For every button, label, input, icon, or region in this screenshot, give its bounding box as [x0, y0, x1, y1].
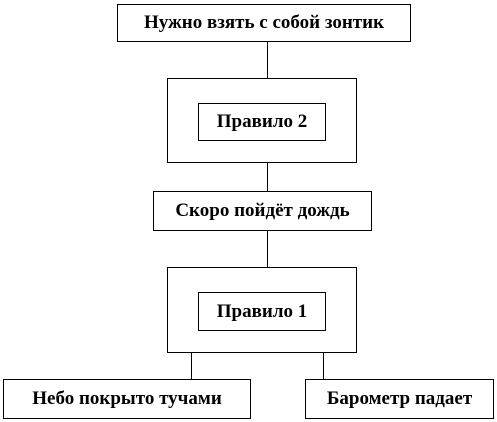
intermediate-node: Скоро пойдёт дождь [153, 191, 372, 231]
rule2-label: Правило 2 [198, 103, 326, 141]
fact-barometer-node: Барометр падает [305, 379, 494, 419]
connector-rule1-clouds [191, 352, 192, 380]
rule1-frame [167, 267, 357, 353]
connector-rule1-barometer [323, 352, 324, 380]
connector-conclusion-rule2 [267, 41, 268, 79]
connector-rule2-intermediate [267, 162, 268, 192]
rule2-frame [167, 78, 357, 163]
connector-intermediate-rule1 [267, 230, 268, 268]
fact-clouds-node: Небо покрыто тучами [3, 379, 251, 419]
rule1-label: Правило 1 [198, 292, 326, 331]
conclusion-node: Нужно взять с собой зонтик [117, 4, 411, 42]
